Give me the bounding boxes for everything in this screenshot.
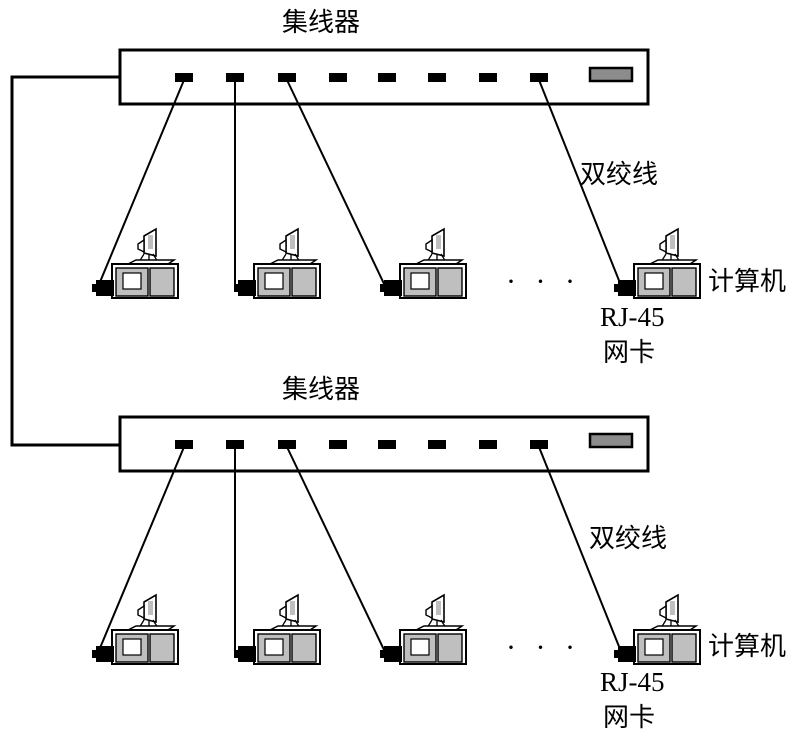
bottom-hub-group: 集线器 双绞线 · · · 计算机 RJ-45 网卡: [91, 375, 786, 733]
bottom-ellipsis: · · ·: [506, 631, 581, 664]
bottom-nic-label-1: RJ-45: [600, 667, 665, 697]
hub-link-cable: [10, 75, 120, 447]
port-icon: [530, 440, 548, 449]
port-icon: [479, 440, 497, 449]
port-icon: [175, 440, 193, 449]
computer-icon: [233, 594, 321, 665]
bottom-nic-label-2: 网卡: [603, 703, 655, 733]
top-ellipsis: · · ·: [506, 265, 581, 298]
bottom-hub-label: 集线器: [282, 375, 360, 405]
port-icon: [329, 440, 347, 449]
computer-icon: [613, 594, 701, 665]
computer-icon: [379, 594, 467, 665]
port-icon: [428, 73, 446, 82]
port-icon: [479, 73, 497, 82]
top-hub-indicator: [588, 66, 634, 83]
port-icon: [329, 73, 347, 82]
top-hub-ports: [175, 73, 548, 82]
computer-icon: [613, 228, 701, 299]
cable-line: [286, 79, 387, 289]
cable-line: [286, 446, 387, 655]
port-icon: [278, 440, 296, 449]
top-computer-label: 计算机: [708, 267, 786, 297]
computer-icon: [379, 228, 467, 299]
port-icon: [278, 73, 296, 82]
cable-line: [538, 446, 623, 655]
bottom-hub-ports: [175, 440, 548, 449]
port-icon: [226, 440, 244, 449]
computer-icon: [233, 228, 321, 299]
top-nic-label-1: RJ-45: [600, 302, 665, 332]
port-icon: [378, 440, 396, 449]
bottom-cable-label: 双绞线: [589, 524, 667, 554]
top-nic-label-2: 网卡: [603, 338, 655, 368]
port-icon: [428, 440, 446, 449]
computer-icon: [91, 594, 179, 665]
cable-line: [99, 446, 185, 649]
top-hub-label: 集线器: [282, 8, 360, 38]
port-icon: [530, 73, 548, 82]
port-icon: [378, 73, 396, 82]
top-cable-label: 双绞线: [580, 160, 658, 190]
top-cables: [99, 79, 623, 289]
computer-icon: [91, 228, 179, 299]
bottom-computer-label: 计算机: [708, 632, 786, 662]
bottom-cables: [99, 446, 623, 655]
bottom-hub-indicator: [588, 432, 634, 449]
port-icon: [175, 73, 193, 82]
cable-line: [538, 79, 623, 289]
port-icon: [226, 73, 244, 82]
top-hub-group: 集线器 双绞线 · · · 计算机 RJ-45 网卡: [91, 8, 786, 368]
cable-line: [99, 79, 185, 283]
